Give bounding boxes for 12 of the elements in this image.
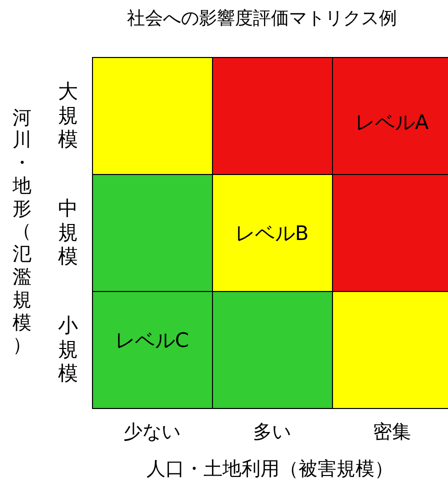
chart-title: 社会への影響度評価マトリクス例 — [127, 8, 397, 30]
axis-title: 河川・地形（氾濫規模） — [12, 106, 32, 358]
axis-title: 人口・土地利用（被害規模） — [146, 459, 394, 481]
row-label: 小規模 — [58, 313, 78, 385]
column-label: 少ない — [124, 422, 180, 444]
cell-label: レベルC — [115, 328, 189, 352]
column-label: 多い — [253, 422, 291, 444]
row-label: 中規模 — [58, 196, 78, 268]
row-label: 大規模 — [58, 79, 78, 151]
cell-label: レベルA — [355, 110, 429, 134]
column-label: 密集 — [373, 422, 411, 444]
cell-label: レベルB — [235, 222, 309, 244]
